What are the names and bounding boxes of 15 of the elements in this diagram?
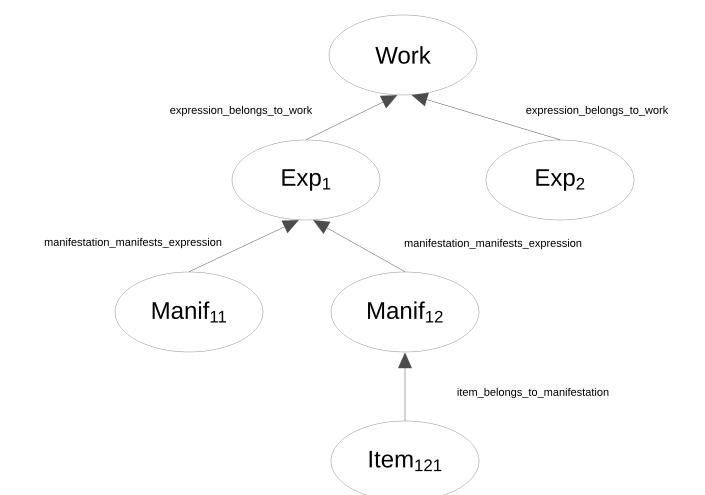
edge-label: expression_belongs_to_work	[168, 104, 314, 118]
ellipse-node: Exp$_{2}$	[486, 140, 634, 220]
arrow	[188, 220, 299, 272]
ellipse-node: Exp$_{1}$	[232, 140, 380, 220]
edge-label: expression_belongs_to_work	[524, 104, 670, 118]
ellipse-node: Manif$_{11}$	[114, 272, 264, 352]
edge-label: manifestation_manifests_expression	[403, 238, 583, 250]
ellipse-node: Work	[328, 14, 478, 96]
arrow	[398, 352, 412, 421]
arrow	[313, 220, 406, 272]
edge-label: item_belongs_to_manifestation	[456, 386, 610, 400]
arrow	[412, 92, 560, 140]
ellipse-node: Manif$_{12}$	[330, 272, 480, 352]
arrow	[306, 95, 398, 140]
edge-label: manifestation_manifests_expression	[43, 236, 223, 250]
